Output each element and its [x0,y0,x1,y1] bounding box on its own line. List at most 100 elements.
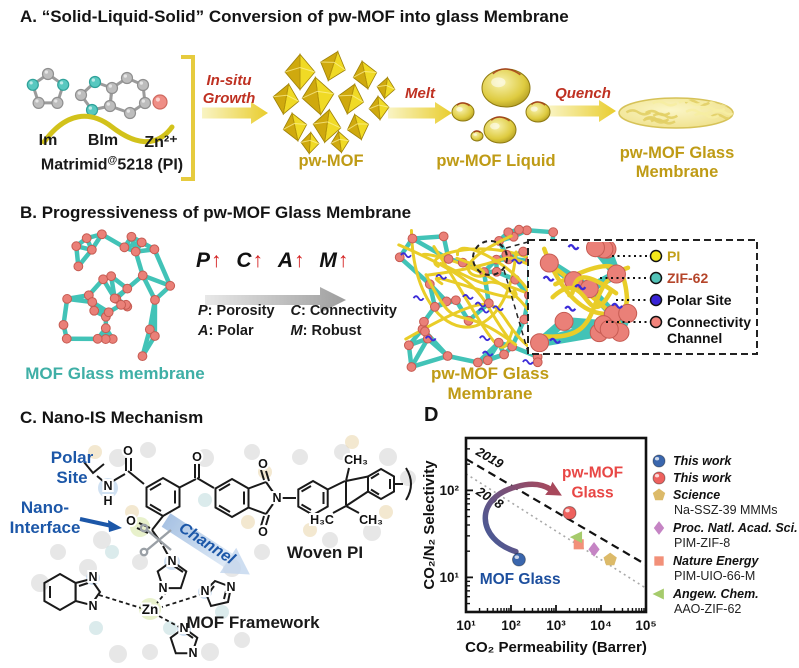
def-robust: M: Robust [290,323,362,339]
boost-a: A [277,249,294,272]
svg-text:Zn: Zn [142,602,159,617]
chart-annotation: MOF Glass [480,571,561,588]
legend-marker-triangle-left [652,587,664,600]
svg-text:O: O [258,525,268,539]
data-point-AAO-ZIF-62 [569,531,583,544]
inset-network [530,242,638,352]
nano-line2: Interface [9,518,81,537]
polymer-wave [41,113,175,145]
mof-framework-skeleton [43,559,233,655]
svg-text:O: O [123,444,133,458]
x-tick-label: 10⁵ [635,618,656,633]
y-axis-label: CO₂/N₂ Selectivity [421,460,438,590]
x-axis-label: CO₂ Permeability (Barrer) [465,639,647,656]
legend-dot [649,271,663,285]
legend-name: Angew. Chem. [673,586,759,601]
panel-b-title: B. Progressiveness of pw-MOF Glass Membr… [20,203,412,222]
bound-label-2019: 2019 [473,443,507,471]
inset-legend-label: Polar Site [667,292,732,308]
melt-step-label: Melt [405,85,435,102]
def-connectivity: C: Connectivity [290,303,397,319]
plot-frame [464,436,648,614]
y-tick-label: 10² [439,483,459,498]
data-point-PIM-ZIF-8 [588,541,600,557]
svg-text:O: O [192,450,202,464]
mof-framework-label: MOF Framework [186,613,320,632]
process-arrow [388,102,452,124]
polar-site-label: Polar Site [40,448,104,488]
data-point-this-work-1 [562,506,577,520]
legend-marker-square [654,555,664,566]
nano-interface-arrow [79,517,122,532]
inset-legend-label: PI [667,248,681,264]
inset-legend-label: Connectivity Channel [667,314,752,346]
svg-text:N: N [167,554,176,568]
boost-c: C [236,249,252,272]
pwmof-crystals [272,50,396,155]
polar-line2: Site [56,468,88,487]
mof-glass-network [58,229,176,362]
up-arrow-icon: ↑ [337,249,349,272]
chart-annotation: Glass [571,485,613,502]
panel-b-graphics [58,224,758,372]
svg-text:N: N [188,646,197,660]
legend-marker-pentagon [652,488,666,500]
trend-arrow [482,481,554,555]
svg-text:N: N [226,580,235,594]
pwmof-glass-network [394,224,559,372]
def-polar: A: Polar [198,323,254,339]
svg-text:CH₃: CH₃ [359,513,383,527]
svg-text:H: H [103,494,112,508]
bim-label: BIm [87,132,119,149]
panel-a-graphics [26,50,734,181]
matrimid-sup: @ [107,155,118,166]
x-tick-label: 10² [501,618,521,633]
ghost-atoms [31,435,416,663]
svg-text:O: O [126,514,136,528]
y-tick-label: 10¹ [439,570,459,585]
boost-text: P↑ C↑ A↑ M↑ [196,249,348,273]
legend-name: This work [673,470,732,485]
coordination-bonds [98,590,204,629]
data-point-this-work-0 [511,552,526,567]
panel-d-title: D [424,404,439,426]
boost-p: P [196,249,211,272]
legend-item: This work [651,452,799,469]
growth-line2: Growth [202,90,256,107]
inset-legend-label: ZIF-62 [667,270,709,286]
legend-marker-sphere [652,471,666,484]
upper-bound-2008 [466,473,646,589]
linker-molecules [26,67,168,120]
svg-text:N: N [88,570,97,584]
woven-pi-label: Woven PI [286,543,364,562]
process-arrow [202,102,268,124]
zoom-circle [472,240,508,276]
data-point-PIM-UIO-66-M [573,539,584,550]
legend-item: Proc. Natl. Acad. Sci. [651,519,799,536]
nano-interface-label: Nano- Interface [2,498,88,538]
process-arrow [548,100,616,122]
chart-annotation: pw-MOF [562,465,623,482]
progress-arrow [205,287,346,313]
growth-line1: In-situ [206,72,252,89]
growth-step-label: In-situ Growth [196,72,262,108]
matrimid-post: 5218 (PI) [117,156,184,174]
im-label: Im [38,132,58,149]
zn-label: Zn²⁺ [144,134,178,151]
trend-arrowhead [545,481,562,496]
svg-text:N: N [200,584,209,598]
legend-item: Angew. Chem. [651,585,799,602]
legend-sub: PIM-UIO-66-M [674,569,756,583]
matrimid-pre: Matrimid [40,156,108,174]
x-tick-label: 10⁴ [590,618,612,633]
legend-name: This work [673,453,732,468]
nano-line1: Nano- [20,498,70,517]
data-point-Na-SSZ-39 MMMs [603,552,617,566]
up-arrow-icon: ↑ [294,249,305,272]
legend-marker-sphere [652,454,666,467]
panel-a: A. “Solid-Liquid-Solid” Conversion of pw… [0,0,799,195]
legend-item: Science [651,486,799,503]
svg-text:N: N [88,599,97,613]
